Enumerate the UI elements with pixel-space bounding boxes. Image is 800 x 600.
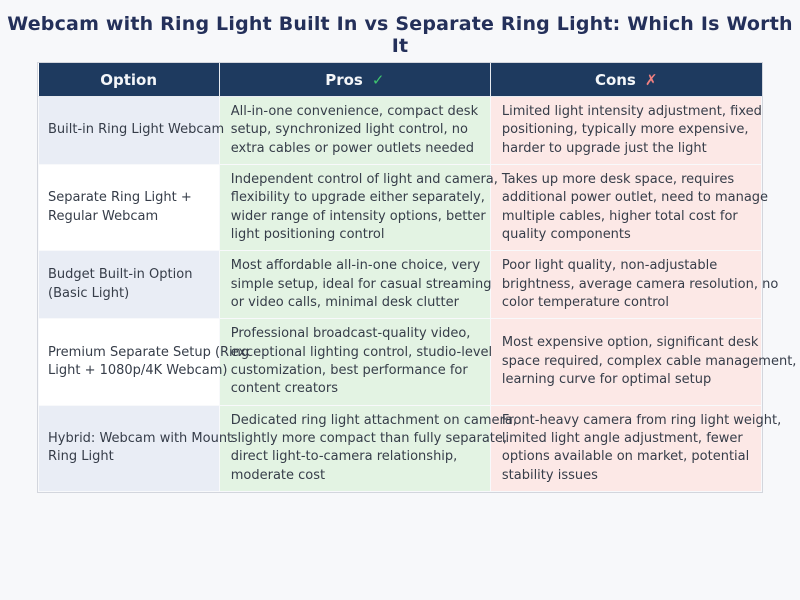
- cons-text: Most expensive option, significant desk …: [501, 335, 797, 388]
- table-row: Premium Separate Setup (Ring Light + 108…: [38, 318, 796, 406]
- pros-cell: Professional broadcast-quality video, ex…: [218, 318, 493, 406]
- cons-text: Poor light quality, non-adjustable brigh…: [501, 258, 779, 310]
- pros-cell: Dedicated ring light attachment on camer…: [218, 404, 517, 492]
- x-icon: ✗: [644, 70, 658, 89]
- pros-text: Most affordable all-in-one choice, very …: [230, 258, 492, 310]
- cons-text: Front-heavy camera from ring light weigh…: [501, 412, 782, 483]
- cons-text: Limited light intensity adjustment, fixe…: [501, 104, 762, 156]
- check-icon: ✓: [371, 70, 385, 89]
- pros-text: Independent control of light and camera,…: [230, 171, 498, 242]
- table-row: Separate Ring Light + Regular Webcam Ind…: [38, 163, 768, 252]
- option-header-label: Option: [100, 70, 158, 89]
- option-cell: Budget Built-in Option (Basic Light): [38, 250, 220, 320]
- pros-header-label: Pros: [325, 70, 363, 89]
- header-row: Option Pros ✓ Cons ✗: [38, 63, 762, 97]
- pros-cell: Most affordable all-in-one choice, very …: [218, 250, 492, 320]
- option-cell: Hybrid: Webcam with Mount Ring Light: [38, 404, 232, 492]
- cons-cell: Poor light quality, non-adjustable brigh…: [489, 250, 778, 320]
- table-header: Option Pros ✓ Cons ✗: [38, 63, 762, 97]
- cons-cell: Takes up more desk space, requires addit…: [489, 163, 768, 252]
- option-cell: Built-in Ring Light Webcam: [38, 96, 224, 165]
- table-row: Built-in Ring Light Webcam All-in-one co…: [38, 96, 763, 165]
- column-header-pros: Pros ✓: [218, 63, 491, 97]
- table-row: Budget Built-in Option (Basic Light) Mos…: [38, 250, 778, 320]
- cons-cell: Front-heavy camera from ring light weigh…: [489, 404, 781, 492]
- cons-cell: Limited light intensity adjustment, fixe…: [489, 96, 763, 165]
- page-title: Webcam with Ring Light Built In vs Separ…: [7, 13, 793, 57]
- option-label: Separate Ring Light + Regular Webcam: [48, 190, 192, 224]
- cons-text: Takes up more desk space, requires addit…: [501, 171, 769, 242]
- pros-cell: All-in-one convenience, compact desk set…: [218, 96, 491, 165]
- pros-text: All-in-one convenience, compact desk set…: [230, 104, 479, 156]
- option-label: Built-in Ring Light Webcam: [48, 122, 225, 138]
- pros-cell: Independent control of light and camera,…: [218, 163, 498, 252]
- column-header-cons: Cons ✗: [489, 63, 762, 97]
- comparison-table-grid: Option Pros ✓ Cons ✗ Built-in Ring Light W…: [38, 63, 796, 492]
- option-cell: Premium Separate Setup (Ring Light + 108…: [38, 318, 249, 406]
- pros-text: Dedicated ring light attachment on camer…: [230, 412, 517, 483]
- cons-cell: Most expensive option, significant desk …: [489, 318, 796, 406]
- option-label: Premium Separate Setup (Ring Light + 108…: [48, 344, 249, 378]
- column-header-option: Option: [38, 63, 220, 97]
- option-label: Hybrid: Webcam with Mount Ring Light: [48, 430, 233, 465]
- comparison-table: Option Pros ✓ Cons ✗ Built-in Ring Light W…: [37, 62, 796, 493]
- cons-header-label: Cons: [594, 70, 636, 89]
- pros-text: Professional broadcast-quality video, ex…: [230, 326, 493, 397]
- table-row: Hybrid: Webcam with Mount Ring Light Ded…: [38, 404, 781, 492]
- table-body: Built-in Ring Light Webcam All-in-one co…: [38, 96, 796, 492]
- option-label: Budget Built-in Option (Basic Light): [48, 267, 193, 301]
- option-cell: Separate Ring Light + Regular Webcam: [38, 163, 220, 252]
